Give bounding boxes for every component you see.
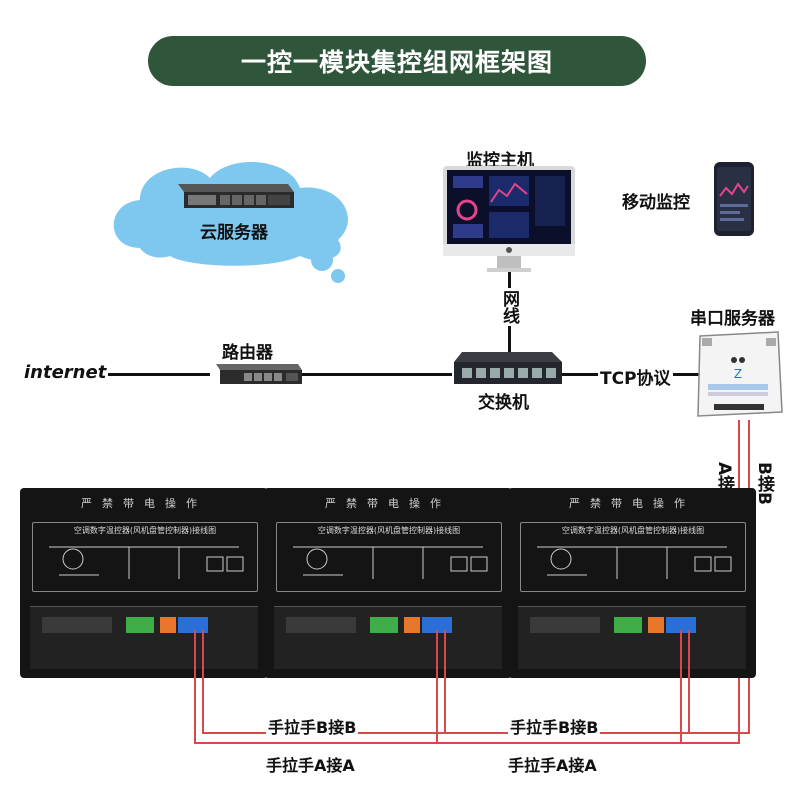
switch-icon — [454, 352, 562, 384]
controller-plate: 空调数字温控器(风机盘管控制器)接线图 — [32, 522, 258, 592]
controller-warning: 严禁带电操作 — [81, 497, 207, 510]
terminal-block-orange — [160, 617, 176, 633]
terminal-block-orange — [648, 617, 664, 633]
switch-label: 交换机 — [478, 393, 529, 413]
terminal-block-black — [530, 617, 600, 633]
terminal-block-blue — [666, 617, 696, 633]
controller-subtitle: 空调数字温控器(风机盘管控制器)接线图 — [73, 526, 217, 535]
router-switch-line — [300, 373, 452, 376]
phone-icon — [714, 162, 754, 236]
router-label: 路由器 — [222, 343, 273, 363]
wiring-schematic — [537, 546, 732, 579]
controller-2: 严禁带电操作 空调数字温控器(风机盘管控制器)接线图 — [264, 488, 512, 678]
hand-b-label-2: 手拉手B接B — [508, 714, 601, 738]
controller-warning: 严禁带电操作 — [325, 497, 451, 510]
controller-subtitle: 空调数字温控器(风机盘管控制器)接线图 — [561, 526, 705, 535]
terminal-block-blue — [422, 617, 452, 633]
wire-c3-a — [680, 630, 682, 742]
serial-server-label: 串口服务器 — [690, 309, 775, 329]
terminal-block-green — [370, 617, 398, 633]
wire-c2-a — [436, 630, 438, 742]
internet-label: internet — [24, 362, 107, 383]
terminal-block-blue — [178, 617, 208, 633]
terminal-base — [518, 606, 746, 669]
controller-plate: 空调数字温控器(风机盘管控制器)接线图 — [520, 522, 746, 592]
wire-c3-b — [688, 630, 690, 732]
wire-c1-b — [202, 630, 204, 732]
cloud-server-icon — [168, 180, 296, 210]
controller-plate: 空调数字温控器(风机盘管控制器)接线图 — [276, 522, 502, 592]
terminal-block-black — [286, 617, 356, 633]
hand-b-label-1: 手拉手B接B — [266, 714, 359, 738]
wire-c1-a — [194, 630, 196, 742]
router-icon — [216, 364, 302, 384]
serial-server-icon: Z — [697, 331, 783, 417]
terminal-block-green — [614, 617, 642, 633]
diagram-title: 一控一模块集控组网框架图 — [148, 36, 646, 86]
wiring-schematic — [293, 546, 488, 579]
wiring-schematic — [49, 546, 244, 579]
b-connect-label: B接B — [754, 462, 774, 505]
hand-a-label-1: 手拉手A接A — [266, 756, 355, 775]
terminal-block-black — [42, 617, 112, 633]
controller-3: 严禁带电操作 空调数字温控器(风机盘管控制器)接线图 — [508, 488, 756, 678]
cloud-server-label: 云服务器 — [200, 223, 268, 243]
monitor-icon — [443, 166, 575, 272]
mobile-monitor-label: 移动监控 — [622, 193, 690, 213]
bus-a-line — [194, 742, 740, 744]
tcp-label: TCP协议 — [598, 364, 673, 389]
terminal-base — [30, 606, 258, 669]
terminal-base — [274, 606, 502, 669]
controller-warning: 严禁带电操作 — [569, 497, 695, 510]
svg-text:Z: Z — [734, 367, 742, 381]
terminal-block-orange — [404, 617, 420, 633]
bus-b-line — [202, 732, 750, 734]
internet-line — [108, 373, 210, 376]
controller-subtitle: 空调数字温控器(风机盘管控制器)接线图 — [317, 526, 461, 535]
controller-1: 严禁带电操作 空调数字温控器(风机盘管控制器)接线图 — [20, 488, 268, 678]
hand-a-label-2: 手拉手A接A — [508, 756, 597, 775]
terminal-block-green — [126, 617, 154, 633]
network-cable-label: 网线 — [497, 288, 522, 326]
wire-c2-b — [444, 630, 446, 732]
